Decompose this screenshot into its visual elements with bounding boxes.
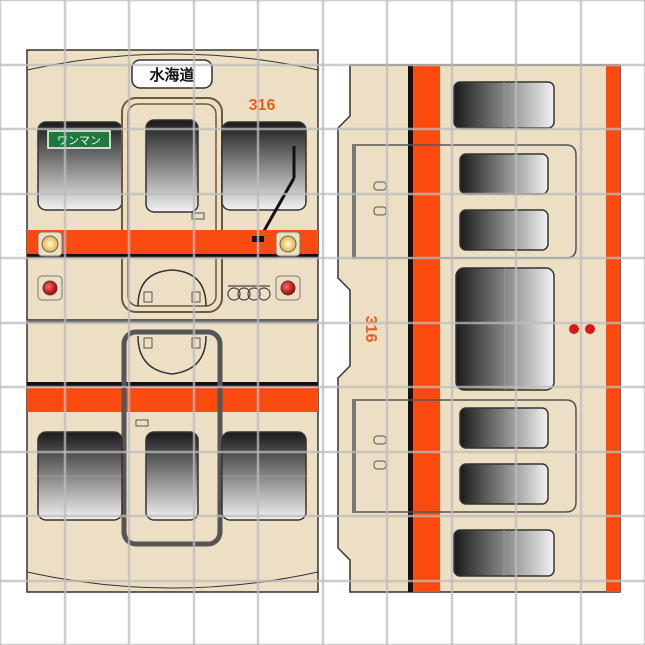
right-headlight <box>279 235 297 253</box>
side-indicator-light-1 <box>569 324 579 334</box>
front-orange-stripe <box>27 230 318 254</box>
front-door-window <box>145 119 199 213</box>
door-handle <box>191 212 205 220</box>
side-door-2-window-lower <box>459 463 549 505</box>
gangway-arch <box>137 269 207 307</box>
side-door-1-window-lower <box>459 209 549 251</box>
side-panel: 316 <box>337 64 621 593</box>
rear-gangway-arch <box>137 335 207 375</box>
hinge-left <box>143 291 153 303</box>
destination-sign-text: 水海道 <box>149 66 194 84</box>
wiper-blade <box>258 177 296 239</box>
car-number-side: 316 <box>362 316 379 343</box>
side-door-1-edge <box>352 145 356 258</box>
left-headlight <box>41 235 59 253</box>
rear-black-line <box>27 382 318 387</box>
hinge-right <box>191 291 201 303</box>
side-door-2-window-upper <box>459 407 549 449</box>
rear-hinge-left <box>143 337 153 349</box>
side-indicator-light-2 <box>585 324 595 334</box>
rear-orange-stripe <box>27 388 318 412</box>
side-orange-edge <box>606 65 620 592</box>
destination-sign <box>131 59 213 89</box>
rear-door-handle <box>135 419 149 427</box>
left-taillight <box>42 280 58 296</box>
side-black-line <box>408 65 413 592</box>
side-door-1-window-upper <box>459 153 549 195</box>
rear-face-panel <box>26 321 319 593</box>
front-black-line <box>27 254 318 258</box>
oneman-sign <box>47 130 111 149</box>
right-taillight <box>280 280 296 296</box>
oneman-sign-text: ワンマン <box>57 134 101 147</box>
front-right-window <box>221 121 307 211</box>
side-orange-stripe <box>413 65 440 592</box>
side-door-2-edge <box>352 400 356 512</box>
car-number-front: 316 <box>249 97 276 114</box>
rear-hinge-right <box>191 337 201 349</box>
rear-door-window <box>145 431 199 521</box>
side-door-2 <box>352 399 577 513</box>
rear-door-frame <box>121 329 223 547</box>
front-face-panel: 水海道 316 ワンマン <box>26 49 319 321</box>
